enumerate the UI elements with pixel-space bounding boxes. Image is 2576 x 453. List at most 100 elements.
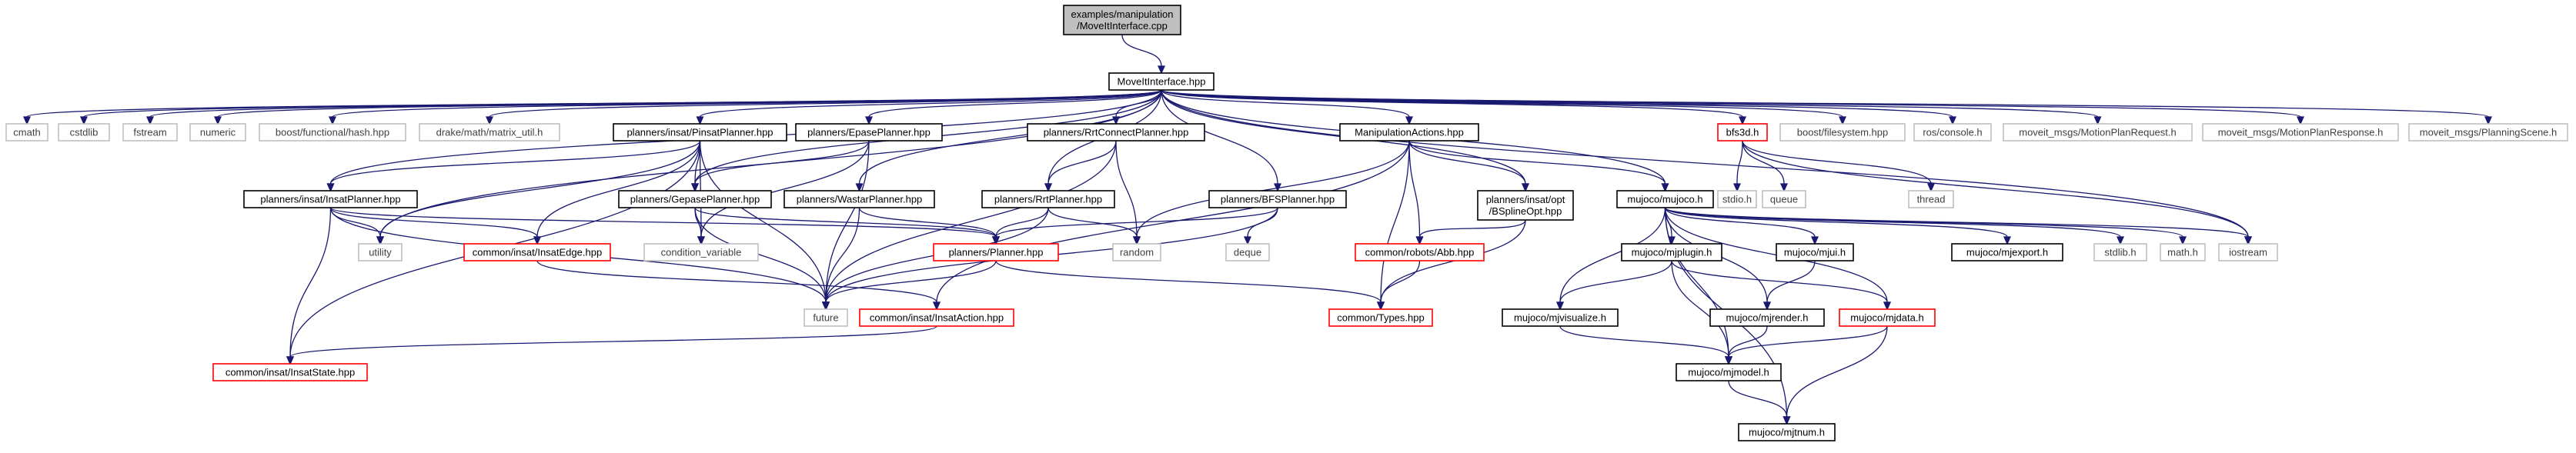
file-node-roscon: ros/console.h <box>1913 123 1992 142</box>
node-box <box>419 123 560 142</box>
node-box <box>2160 243 2206 261</box>
file-node-istate[interactable]: common/insat/InsatState.hpp <box>212 363 368 381</box>
node-box <box>1502 308 1619 327</box>
node-box <box>2093 243 2147 261</box>
file-node-rrt[interactable]: planners/RrtPlanner.hpp <box>981 190 1115 208</box>
node-label: planners/GepasePlanner.hpp <box>630 194 760 205</box>
node-label: planners/EpasePlanner.hpp <box>807 127 931 138</box>
node-box <box>58 123 110 142</box>
node-box <box>1108 72 1214 91</box>
edge-mjplugin-to-mjdata <box>1671 260 1892 311</box>
file-node-bfsp[interactable]: planners/BFSPlanner.hpp <box>1208 190 1347 208</box>
node-label: common/Types.hpp <box>1337 312 1424 324</box>
edge-mjdata-to-mjmodel <box>1724 325 1888 365</box>
file-node-mjdata[interactable]: mujoco/mjdata.h <box>1839 308 1936 327</box>
file-node-iedge[interactable]: common/insat/InsatEdge.hpp <box>463 243 611 261</box>
node-box <box>981 190 1115 208</box>
node-box <box>189 123 246 142</box>
node-label: moveit_msgs/PlanningScene.h <box>2420 127 2558 138</box>
file-node-iostream: iostream <box>2218 243 2278 261</box>
file-node-mjplugin[interactable]: mujoco/mjplugin.h <box>1621 243 1722 261</box>
node-label: mujoco/mjtnum.h <box>1749 427 1825 438</box>
node-label: moveit_msgs/MotionPlanResponse.h <box>2218 127 2384 138</box>
node-box <box>1839 308 1936 327</box>
file-node-mmpres: moveit_msgs/MotionPlanResponse.h <box>2202 123 2399 142</box>
file-node-gepase[interactable]: planners/GepasePlanner.hpp <box>618 190 772 208</box>
file-node-mjh[interactable]: mujoco/mujoco.h <box>1616 190 1714 208</box>
file-node-pinsat[interactable]: planners/insat/PinsatPlanner.hpp <box>613 123 787 142</box>
node-label: mujoco/mjvisualize.h <box>1514 312 1606 324</box>
file-node-bfhash: boost/functional/hash.hpp <box>259 123 406 142</box>
node-label: cmath <box>13 127 40 138</box>
edge-iedge-to-iaction <box>536 260 941 311</box>
node-label: stdlib.h <box>2104 247 2136 258</box>
file-node-bfs3d[interactable]: bfs3d.h <box>1717 123 1768 142</box>
edge-manip-to-mjh <box>1408 140 1669 192</box>
edge-mi-to-pinsat <box>696 89 1162 125</box>
node-label: deque <box>1234 247 1261 258</box>
node-label: common/insat/InsatAction.hpp <box>870 312 1004 324</box>
file-node-queue: queue <box>1762 190 1806 208</box>
file-node-mjrender[interactable]: mujoco/mjrender.h <box>1709 308 1825 327</box>
edge-bfsp-to-deque <box>1243 207 1278 245</box>
edge-mi-to-bfhash <box>328 89 1162 125</box>
file-node-iaction[interactable]: common/insat/InsatAction.hpp <box>859 308 1014 327</box>
edge-mi-to-bfs3d <box>1161 89 1747 125</box>
node-box <box>463 243 611 261</box>
edge-mi-to-drake <box>485 89 1162 125</box>
node-box <box>212 363 368 381</box>
edge-gepase-to-condvar <box>694 207 706 245</box>
edge-bfs3d-to-queue <box>1742 140 1789 192</box>
node-label: queue <box>1770 194 1798 205</box>
file-node-mjtnum[interactable]: mujoco/mjtnum.h <box>1738 423 1836 441</box>
node-box <box>1616 190 1714 208</box>
node-box <box>2408 123 2568 142</box>
file-node-abb[interactable]: common/robots/Abb.hpp <box>1355 243 1485 261</box>
edge-mi-to-roscon <box>1161 89 1957 125</box>
node-box <box>1762 190 1806 208</box>
edge-manip-to-bspline <box>1408 140 1530 192</box>
node-label: moveit_msgs/MotionPlanRequest.h <box>2019 127 2177 138</box>
node-box <box>933 243 1059 261</box>
edge-abb-to-types <box>1376 260 1421 311</box>
file-node-mjmodel[interactable]: mujoco/mjmodel.h <box>1676 363 1782 381</box>
file-node-root: examples/manipulation/MoveItInterface.cp… <box>1063 5 1181 35</box>
edge-bfs3d-to-thread <box>1742 140 1936 192</box>
node-label: planners/RrtConnectPlanner.hpp <box>1044 127 1189 138</box>
edge-mi-to-epase <box>864 89 1162 125</box>
node-box <box>243 190 418 208</box>
file-node-epase[interactable]: planners/EpasePlanner.hpp <box>795 123 943 142</box>
node-box <box>613 123 787 142</box>
file-node-stdlib: stdlib.h <box>2093 243 2147 261</box>
node-label: boost/filesystem.hpp <box>1797 127 1889 138</box>
file-node-rrtc[interactable]: planners/RrtConnectPlanner.hpp <box>1027 123 1205 142</box>
file-node-mmpreq: moveit_msgs/MotionPlanRequest.h <box>2003 123 2193 142</box>
node-label: thread <box>1917 194 1946 205</box>
file-node-insatp[interactable]: planners/insat/InsatPlanner.hpp <box>243 190 418 208</box>
node-box <box>1717 123 1768 142</box>
edge-mjmodel-to-mjtnum <box>1728 380 1791 425</box>
node-label: condition_variable <box>661 247 742 258</box>
file-node-mjexport[interactable]: mujoco/mjexport.h <box>1951 243 2063 261</box>
node-box <box>2003 123 2193 142</box>
node-label: mujoco/mjui.h <box>1784 247 1846 258</box>
node-box <box>1355 243 1485 261</box>
file-node-mjui[interactable]: mujoco/mjui.h <box>1776 243 1854 261</box>
file-node-bspline[interactable]: planners/insat/opt/BSplineOpt.hpp <box>1477 190 1574 221</box>
node-box <box>1621 243 1722 261</box>
node-label: common/insat/InsatState.hpp <box>226 367 355 378</box>
file-node-mathh: math.h <box>2160 243 2206 261</box>
file-node-mps: moveit_msgs/PlanningScene.h <box>2408 123 2568 142</box>
file-node-mjvis[interactable]: mujoco/mjvisualize.h <box>1502 308 1619 327</box>
node-label: drake/math/matrix_util.h <box>436 127 543 138</box>
node-label: /MoveItInterface.cpp <box>1077 20 1168 32</box>
edge-insatp-to-planner <box>329 207 1001 245</box>
node-label: planners/BFSPlanner.hpp <box>1221 194 1335 205</box>
file-node-types[interactable]: common/Types.hpp <box>1328 308 1433 327</box>
node-box <box>1717 190 1757 208</box>
file-node-planner[interactable]: planners/Planner.hpp <box>933 243 1059 261</box>
file-node-mi[interactable]: MoveItInterface.hpp <box>1108 72 1214 91</box>
file-nodes: examples/manipulation/MoveItInterface.cp… <box>5 5 2568 441</box>
file-node-manip[interactable]: ManipulationActions.hpp <box>1339 123 1479 142</box>
file-node-wastar[interactable]: planners/WastarPlanner.hpp <box>783 190 935 208</box>
